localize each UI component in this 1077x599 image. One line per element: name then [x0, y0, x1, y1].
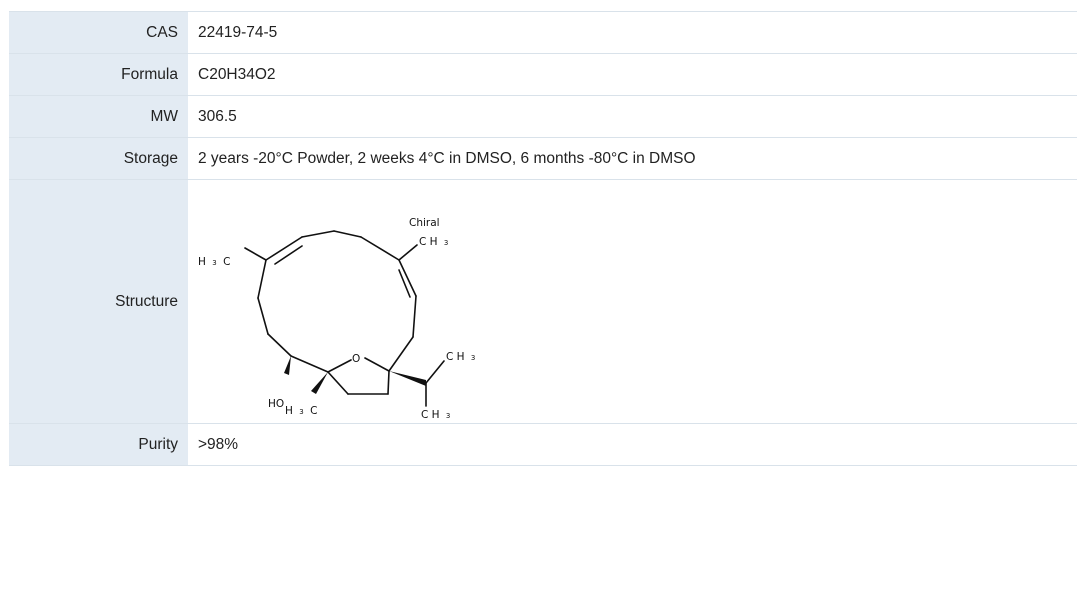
- row-mw: MW 306.5: [9, 95, 1077, 138]
- storage-label: Storage: [9, 137, 188, 180]
- ch3-right1-sub: 3: [471, 354, 475, 362]
- ch3-top: C H: [419, 236, 438, 248]
- h3c-top-sub: 3: [212, 259, 216, 267]
- cas-label: CAS: [9, 11, 188, 54]
- row-formula: Formula C20H34O2: [9, 53, 1077, 96]
- svg-text:C H 3: C H 3: [421, 409, 450, 421]
- formula-label: Formula: [9, 53, 188, 96]
- h3c-bottom-h: H: [285, 405, 293, 417]
- formula-value: C20H34O2: [188, 53, 1077, 96]
- ch3-right1: C H: [446, 351, 465, 363]
- h3c-top-h: H: [198, 256, 206, 268]
- cas-value: 22419-74-5: [188, 11, 1077, 54]
- oxygen-label: O: [352, 353, 360, 365]
- structure-label: Structure: [9, 179, 188, 424]
- row-purity: Purity >98%: [9, 423, 1077, 466]
- h3c-bottom-sub: 3: [299, 408, 303, 416]
- ch3-right2: C H: [421, 409, 440, 421]
- svg-text:H 3 C: H 3 C: [198, 256, 230, 268]
- chiral-label: Chiral: [409, 217, 440, 229]
- h3c-top-c: C: [223, 256, 230, 268]
- purity-value: >98%: [188, 423, 1077, 466]
- svg-text:C H 3: C H 3: [419, 236, 448, 248]
- mw-value: 306.5: [188, 95, 1077, 138]
- ch3-top-sub: 3: [444, 239, 448, 247]
- row-cas: CAS 22419-74-5: [9, 11, 1077, 54]
- svg-text:C H 3: C H 3: [446, 351, 475, 363]
- mw-label: MW: [9, 95, 188, 138]
- storage-value: 2 years -20°C Powder, 2 weeks 4°C in DMS…: [188, 137, 1077, 180]
- h3c-bottom-c: C: [310, 405, 317, 417]
- product-properties-table: CAS 22419-74-5 Formula C20H34O2 MW 306.5…: [9, 11, 1077, 466]
- structure-image: Chiral H 3 C C H 3 O C H 3: [198, 180, 518, 423]
- molecule-structure-drawing: Chiral H 3 C C H 3 O C H 3: [198, 217, 475, 421]
- svg-text:H 3 C: H 3 C: [285, 405, 317, 417]
- row-storage: Storage 2 years -20°C Powder, 2 weeks 4°…: [9, 137, 1077, 180]
- ho-label: HO: [268, 398, 284, 410]
- ch3-right2-sub: 3: [446, 412, 450, 420]
- purity-label: Purity: [9, 423, 188, 466]
- structure-cell: Chiral H 3 C C H 3 O C H 3: [188, 179, 1077, 424]
- row-structure: Structure: [9, 179, 1077, 424]
